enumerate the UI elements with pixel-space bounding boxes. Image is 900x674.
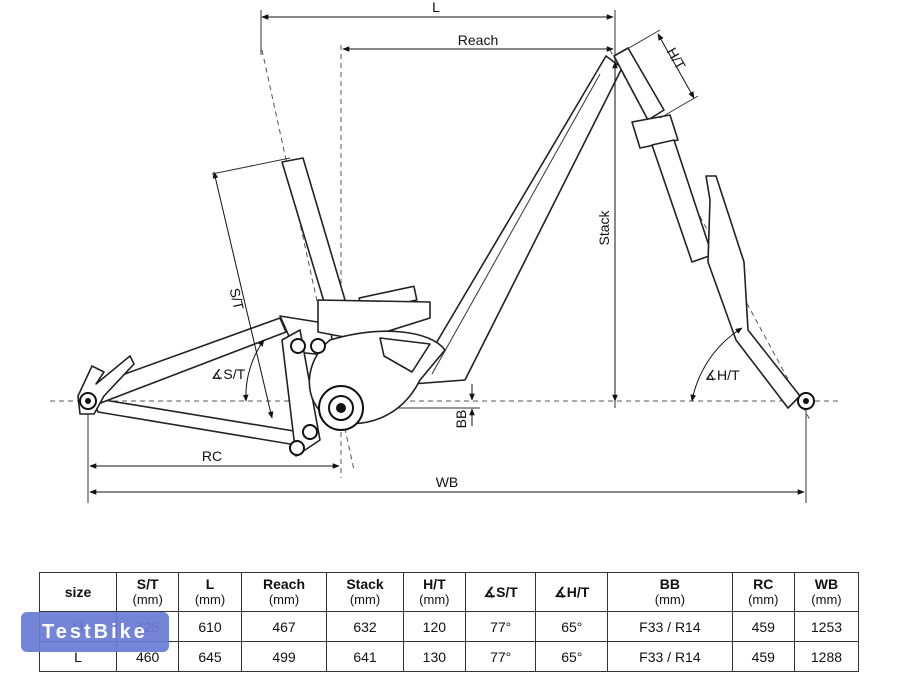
header-wb: WB(mm)	[793, 572, 860, 612]
cell-stack: 632	[326, 611, 404, 642]
header-ht-angle: ∡H/T	[535, 572, 609, 612]
down-tube	[411, 55, 623, 385]
table-row: L 460 645 499 641 130 77° 65° F33 / R14 …	[39, 641, 860, 672]
cell-reach: 467	[240, 611, 328, 642]
ht-label: H/T	[664, 45, 689, 73]
header-st-angle: ∡S/T	[465, 572, 537, 612]
cell-rc: 459	[731, 611, 795, 642]
header-bb: BB(mm)	[607, 572, 733, 612]
ht-angle-arc	[690, 327, 743, 402]
fork-crown	[631, 114, 679, 149]
rc-label: RC	[202, 448, 222, 464]
header-size: size	[39, 572, 117, 612]
ht-angle-label: ∡H/T	[704, 367, 740, 383]
link-pivot-2	[310, 338, 326, 354]
header-reach: Reach(mm)	[240, 572, 328, 612]
cell-reach: 499	[240, 641, 328, 672]
reach-label: Reach	[458, 32, 498, 48]
stack-label: Stack	[596, 209, 612, 245]
wb-label: WB	[436, 474, 459, 490]
header-ht: H/T(mm)	[402, 572, 467, 612]
cell-wb: 1288	[793, 641, 860, 672]
cell-bb: F33 / R14	[607, 611, 733, 642]
cell-stack: 641	[326, 641, 404, 672]
chainstay	[91, 397, 303, 447]
st-angle-arc	[242, 339, 265, 402]
fork-stanchion	[651, 139, 713, 263]
head-tube	[613, 47, 665, 121]
header-stack: Stack(mm)	[326, 572, 404, 612]
cell-bb: F33 / R14	[607, 641, 733, 672]
cell-ht: 130	[402, 641, 467, 672]
testbike-watermark: TestBike	[21, 612, 169, 652]
link-pivot-3	[302, 424, 318, 440]
top-rocker	[317, 299, 431, 341]
cell-ht: 120	[402, 611, 467, 642]
cell-ht-angle: 65°	[535, 611, 609, 642]
ht-dimension	[657, 33, 695, 99]
motor-cover	[379, 337, 431, 373]
cell-l: 610	[178, 611, 242, 642]
fork-lower	[705, 175, 801, 409]
cell-st-angle: 77°	[465, 611, 537, 642]
seatstay	[85, 317, 287, 405]
link-pivot-4	[289, 440, 305, 456]
header-l: L(mm)	[178, 572, 242, 612]
header-rc: RC(mm)	[731, 572, 795, 612]
bike-geometry-diagram: L Reach H/T Stack S/T ∡S/T ∡H/T BB RC WB	[50, 0, 840, 503]
cell-l: 645	[178, 641, 242, 672]
table-header-row: size S/T(mm) L(mm) Reach(mm) Stack(mm) H…	[39, 572, 860, 612]
st-angle-label: ∡S/T	[211, 366, 246, 382]
bb-label: BB	[453, 410, 469, 429]
cell-rc: 459	[731, 641, 795, 672]
cell-wb: 1253	[793, 611, 860, 642]
link-pivot-1	[290, 338, 306, 354]
cell-st-angle: 77°	[465, 641, 537, 672]
header-st: S/T(mm)	[115, 572, 180, 612]
cell-ht-angle: 65°	[535, 641, 609, 672]
st-label: S/T	[227, 286, 248, 311]
l-label: L	[432, 0, 440, 15]
